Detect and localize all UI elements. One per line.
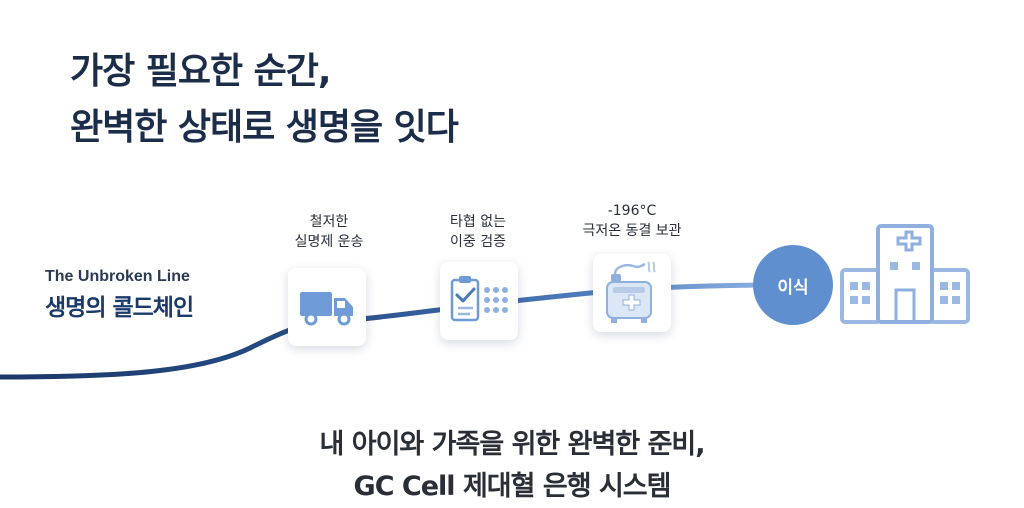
step-card-verification (440, 262, 518, 340)
step-label-line-1: 타협 없는 (450, 214, 506, 230)
transplant-badge: 이식 (753, 245, 833, 325)
step-label-line-1: 철저한 (309, 214, 349, 230)
step-label-line-2: 실명제 운송 (294, 234, 364, 250)
chain-title-en: The Unbroken Line (45, 268, 190, 285)
step-label-cryo-storage: -196°C 극저온 동결 보관 (572, 201, 692, 241)
headline-line-1: 가장 필요한 순간, (70, 51, 332, 92)
footer-tagline: 내 아이와 가족을 위한 완벽한 준비, GC Cell 제대혈 은행 시스템 (0, 424, 1024, 508)
hospital-icon (840, 224, 970, 324)
cryogenic-tank-icon (606, 261, 656, 323)
chain-title-ko: 생명의 콜드체인 (45, 295, 194, 321)
footer-line-1: 내 아이와 가족을 위한 완벽한 준비, (319, 429, 705, 460)
headline: 가장 필요한 순간, 완벽한 상태로 생명을 잇다 (70, 44, 459, 156)
step-label-line-1: -196°C (607, 203, 657, 219)
step-label-line-2: 극저온 동결 보관 (582, 223, 682, 239)
step-card-cryo-storage (593, 254, 671, 332)
step-card-transport (288, 268, 366, 346)
step-label-verification: 타협 없는 이중 검증 (428, 212, 528, 252)
transplant-label: 이식 (777, 277, 809, 298)
step-label-transport: 철저한 실명제 운송 (279, 212, 379, 252)
step-label-line-2: 이중 검증 (450, 234, 506, 250)
checklist-clipboard-icon (450, 276, 508, 322)
delivery-truck-icon (300, 292, 353, 326)
footer-line-2: GC Cell 제대혈 은행 시스템 (353, 471, 672, 502)
headline-line-2: 완벽한 상태로 생명을 잇다 (70, 107, 459, 148)
chain-title: The Unbroken Line 생명의 콜드체인 (45, 268, 194, 322)
